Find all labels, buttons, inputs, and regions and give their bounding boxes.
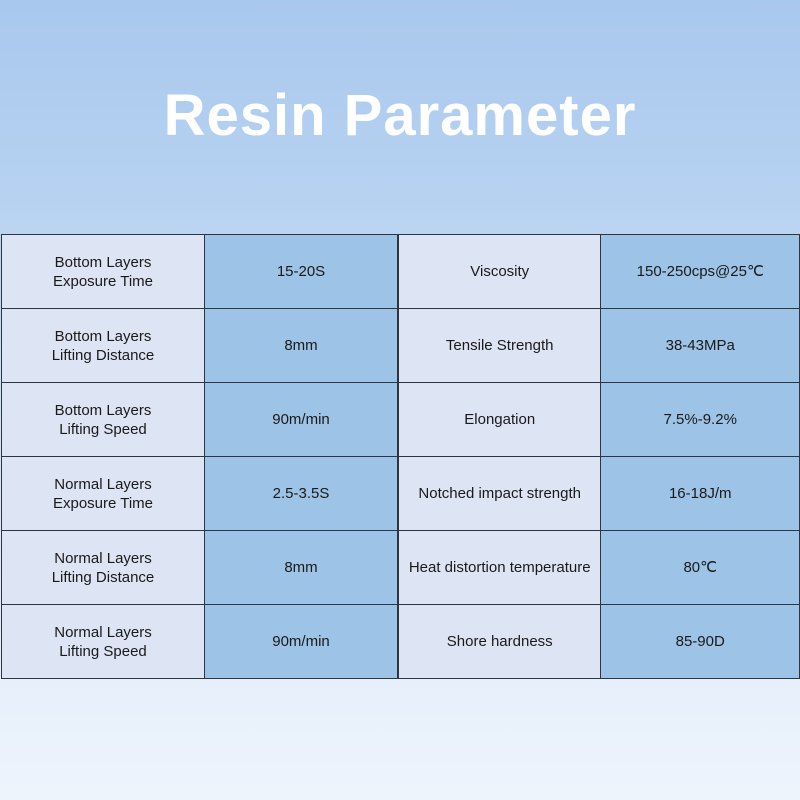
property-value: 16-18J/m [600, 456, 800, 531]
property-value: 80℃ [600, 530, 800, 605]
page-title: Resin Parameter [163, 83, 637, 148]
parameter-label: Normal Layers Exposure Time [1, 456, 205, 531]
property-label: Notched impact strength [397, 456, 602, 531]
parameter-label-line: Bottom Layers [54, 327, 152, 345]
parameter-value: 8mm [204, 530, 398, 605]
property-value: 85-90D [600, 604, 800, 679]
property-value: 38-43MPa [600, 308, 800, 383]
table-row: Heat distortion temperature 80℃ [397, 530, 800, 605]
parameter-label-line: Normal Layers [54, 623, 152, 641]
table-row: Normal Layers Exposure Time 2.5-3.5S [1, 456, 398, 531]
table-row: Normal Layers Lifting Speed 90m/min [1, 604, 398, 679]
table-row: Elongation 7.5%-9.2% [397, 382, 800, 457]
parameter-value: 2.5-3.5S [204, 456, 398, 531]
table-row: Tensile Strength 38-43MPa [397, 308, 800, 383]
property-label: Heat distortion temperature [397, 530, 602, 605]
property-label: Shore hardness [397, 604, 602, 679]
table-row: Normal Layers Lifting Distance 8mm [1, 530, 398, 605]
parameter-value: 90m/min [204, 604, 398, 679]
table-row: Shore hardness 85-90D [397, 604, 800, 679]
parameter-label-line: Bottom Layers [54, 401, 152, 419]
parameter-label-line: Normal Layers [54, 475, 152, 493]
parameter-label: Normal Layers Lifting Speed [1, 604, 205, 679]
parameter-label-line: Exposure Time [52, 272, 154, 290]
table-row: Viscosity 150-250cps@25℃ [397, 234, 800, 309]
parameter-label-line: Lifting Speed [59, 420, 147, 438]
parameter-label: Bottom Layers Exposure Time [1, 234, 205, 309]
parameter-label: Bottom Layers Lifting Speed [1, 382, 205, 457]
property-label: Tensile Strength [397, 308, 602, 383]
table-row: Notched impact strength 16-18J/m [397, 456, 800, 531]
table-row: Bottom Layers Exposure Time 15-20S [1, 234, 398, 309]
parameter-value: 90m/min [204, 382, 398, 457]
table-row: Bottom Layers Lifting Distance 8mm [1, 308, 398, 383]
parameter-label-line: Lifting Speed [59, 642, 147, 660]
parameter-label-line: Lifting Distance [51, 568, 155, 586]
parameter-label-line: Bottom Layers [54, 253, 152, 271]
property-value: 150-250cps@25℃ [600, 234, 800, 309]
table-row: Bottom Layers Lifting Speed 90m/min [1, 382, 398, 457]
property-label: Viscosity [397, 234, 602, 309]
printing-parameters-table: Bottom Layers Exposure Time 15-20S Botto… [1, 234, 398, 679]
parameter-label-line: Exposure Time [52, 494, 154, 512]
property-value: 7.5%-9.2% [600, 382, 800, 457]
parameter-label: Bottom Layers Lifting Distance [1, 308, 205, 383]
parameter-label: Normal Layers Lifting Distance [1, 530, 205, 605]
parameter-value: 8mm [204, 308, 398, 383]
material-properties-table: Viscosity 150-250cps@25℃ Tensile Strengt… [397, 234, 800, 679]
property-label: Elongation [397, 382, 602, 457]
parameter-label-line: Normal Layers [54, 549, 152, 567]
parameter-label-line: Lifting Distance [51, 346, 155, 364]
parameter-value: 15-20S [204, 234, 398, 309]
